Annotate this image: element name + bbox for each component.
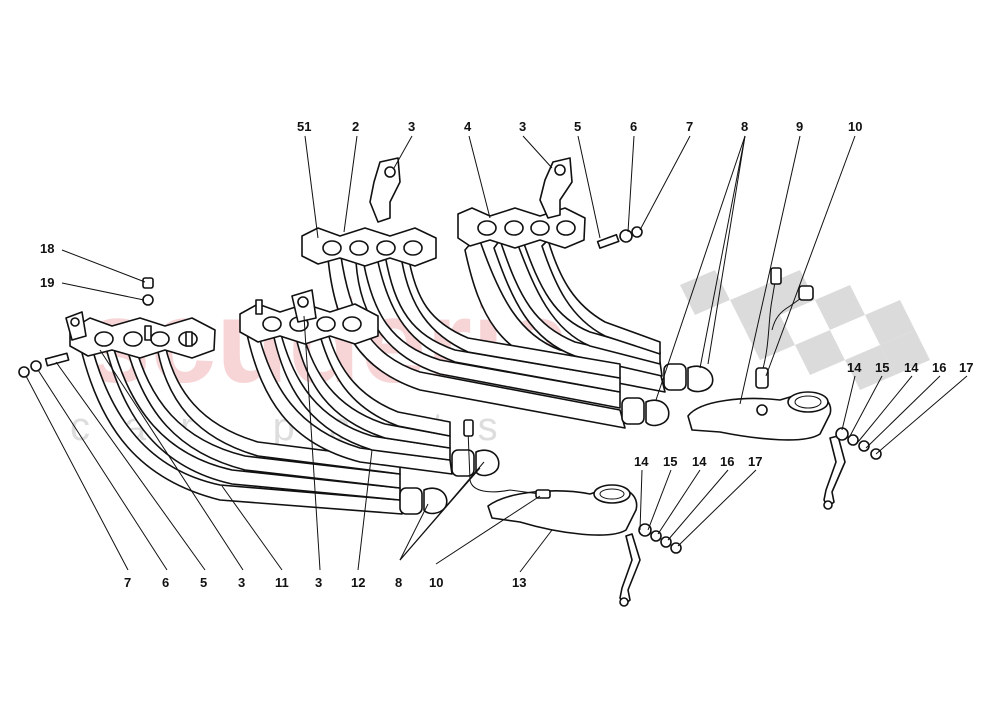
manifold-right-bank: [457, 207, 714, 393]
callouts-right-mid: 14 15 14 16 17: [634, 454, 762, 469]
callouts-bottom: 7 6 5 3 11 3 12 8 10 13: [124, 575, 526, 590]
callouts-right-top: 14 15 14 16 17: [847, 360, 973, 375]
callout-8: 8: [395, 575, 402, 590]
strap-right: [823, 427, 882, 510]
callout-12: 12: [351, 575, 365, 590]
callout-8: 8: [741, 119, 748, 134]
callout-3: 3: [238, 575, 245, 590]
callout-19: 19: [40, 275, 54, 290]
callout-11: 11: [275, 575, 289, 590]
manifold-upper-center: [301, 227, 670, 429]
callout-15: 15: [663, 454, 677, 469]
manifold-left-bank: [65, 311, 448, 515]
callout-17: 17: [748, 454, 762, 469]
callout-14: 14: [634, 454, 649, 469]
callout-2: 2: [352, 119, 359, 134]
bolts-left: [18, 277, 154, 378]
callout-14: 14: [692, 454, 707, 469]
callout-17: 17: [959, 360, 973, 375]
manifold-middle: [239, 289, 500, 477]
callout-5: 5: [574, 119, 581, 134]
callout-10: 10: [848, 119, 862, 134]
callout-6: 6: [630, 119, 637, 134]
collector-right: [687, 267, 832, 441]
leader-lines: [25, 135, 968, 573]
bracket-top-right: [539, 157, 573, 219]
callout-6: 6: [162, 575, 169, 590]
callout-7: 7: [686, 119, 693, 134]
callout-3: 3: [315, 575, 322, 590]
callout-3: 3: [408, 119, 415, 134]
callout-5: 5: [200, 575, 207, 590]
callout-4: 4: [464, 119, 472, 134]
callouts-left: 18 19: [40, 241, 54, 290]
callout-9: 9: [796, 119, 803, 134]
callout-16: 16: [720, 454, 734, 469]
callout-16: 16: [932, 360, 946, 375]
callout-10: 10: [429, 575, 443, 590]
callout-3: 3: [519, 119, 526, 134]
callout-18: 18: [40, 241, 54, 256]
callout-14: 14: [904, 360, 919, 375]
callout-7: 7: [124, 575, 131, 590]
callout-51: 51: [297, 119, 311, 134]
callout-13: 13: [512, 575, 526, 590]
callout-15: 15: [875, 360, 889, 375]
stud-nut-top: [596, 226, 643, 249]
watermark-checker-flag: [680, 255, 930, 390]
callouts-top: 51 2 3 4 3 5 6 7 8 9 10: [297, 119, 862, 134]
strap-lower: [619, 523, 682, 607]
callout-14: 14: [847, 360, 862, 375]
collector-left: [463, 419, 638, 536]
bracket-top-center: [369, 157, 401, 223]
